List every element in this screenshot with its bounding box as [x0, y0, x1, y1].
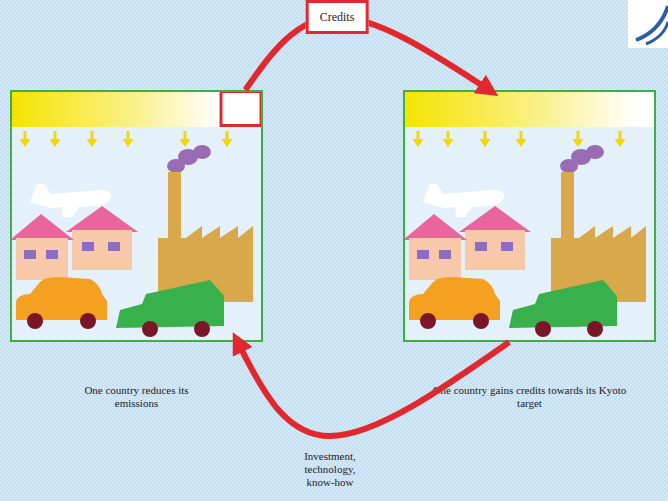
sun-bar: [403, 90, 656, 127]
caption-text: One country gains credits towards its Ky…: [430, 384, 630, 410]
scene: [403, 90, 656, 342]
credit-square: [221, 92, 261, 126]
logo-swoosh: [636, 6, 668, 40]
panel-box: One country reduces its emissions: [10, 90, 263, 342]
caption-text: One country reduces its emissions: [62, 384, 212, 410]
panel-caption: One country gains credits towards its Ky…: [430, 384, 630, 410]
logo-corner: [628, 0, 668, 48]
panel-illustration: [10, 90, 263, 342]
sun-bar: [10, 90, 263, 127]
logo-swoosh: [646, 22, 668, 44]
scene: [10, 90, 263, 342]
panel-box: One country gains credits towards its Ky…: [403, 90, 656, 342]
credits-label: Credits: [306, 0, 369, 34]
panel-caption: One country reduces its emissions: [62, 384, 212, 410]
flow-arrow: [238, 342, 510, 436]
logo-background: [628, 0, 668, 48]
panel-illustration: [403, 90, 656, 342]
flow-label: Investment, technology, know-how: [290, 450, 370, 490]
